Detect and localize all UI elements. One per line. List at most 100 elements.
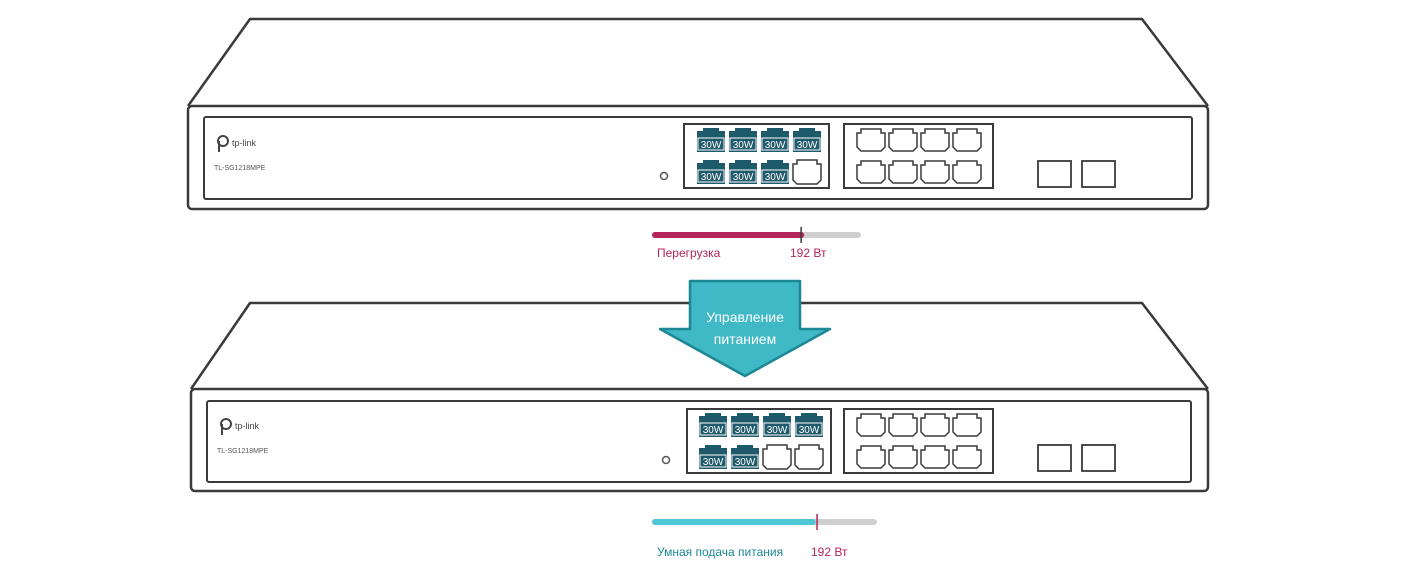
- ethernet-port: [920, 128, 950, 152]
- poe-label-box: [795, 422, 823, 436]
- poe-port-active: [731, 416, 759, 437]
- poe-port-active: [697, 163, 725, 184]
- poe-port-notch: [703, 160, 719, 163]
- poe-port-notch: [735, 128, 751, 131]
- poe-ports: 30W 30W 30W 30W 30W 30W 30W: [697, 128, 822, 185]
- poe-port-label: 30W: [703, 457, 724, 468]
- power-management-arrow: [658, 279, 832, 378]
- ethernet-port: [856, 128, 886, 152]
- poe-port-notch: [703, 128, 719, 131]
- poe-port-notch: [737, 445, 753, 448]
- poe-label-box: [699, 454, 727, 468]
- sfp-slot: [1037, 160, 1072, 188]
- poe-port-active: [699, 416, 727, 437]
- power-bar-smart: [652, 514, 877, 530]
- poe-port-notch: [801, 413, 817, 416]
- poe-port-notch: [737, 413, 753, 416]
- poe-port-notch: [767, 160, 783, 163]
- poe-port-block: [686, 408, 832, 474]
- poe-port-label: 30W: [703, 425, 724, 436]
- ethernet-port: [794, 444, 824, 470]
- model-label: TL-SG1218MPE: [214, 165, 266, 172]
- poe-port-label: 30W: [797, 140, 818, 151]
- poe-port-label: 30W: [765, 140, 786, 151]
- poe-label-box: [699, 422, 727, 436]
- ethernet-port: [920, 445, 950, 469]
- sfp-slot: [1081, 160, 1116, 188]
- poe-port-label: 30W: [735, 457, 756, 468]
- poe-port-active: [699, 448, 727, 469]
- poe-port-active: [793, 131, 821, 152]
- gigabit-ports: [856, 128, 982, 184]
- arrow-label: Управление питанием: [690, 306, 800, 350]
- poe-port-active: [697, 131, 725, 152]
- ethernet-port: [952, 128, 982, 152]
- led-indicator: [661, 455, 671, 465]
- poe-port-label: 30W: [767, 425, 788, 436]
- poe-port-active: [729, 131, 757, 152]
- gigabit-port-block: [843, 408, 994, 474]
- poe-port-active: [731, 448, 759, 469]
- poe-label-box: [763, 422, 791, 436]
- tp-link-logo: tp-link: [217, 135, 257, 152]
- poe-port-label: 30W: [735, 425, 756, 436]
- poe-label-box: [697, 137, 725, 151]
- switch-chassis: [186, 17, 1210, 211]
- ethernet-port: [952, 160, 982, 184]
- poe-port-label: 30W: [799, 425, 820, 436]
- gigabit-port-block: [843, 123, 994, 189]
- model-label: TL-SG1218MPE: [217, 448, 269, 455]
- brand-logo-text: tp-link: [232, 138, 257, 148]
- poe-label-box: [761, 169, 789, 183]
- ethernet-port: [920, 413, 950, 437]
- arrow-label-line2: питанием: [713, 331, 777, 347]
- poe-port-notch: [705, 413, 721, 416]
- switch-chassis: [189, 301, 1210, 493]
- poe-port-notch: [767, 128, 783, 131]
- ethernet-port: [856, 445, 886, 469]
- gigabit-ports: [856, 413, 982, 469]
- led-indicator: [659, 171, 669, 181]
- power-bar-overload: [652, 227, 861, 243]
- poe-label-box: [761, 137, 789, 151]
- smart-power-value: 192 Вт: [811, 545, 848, 559]
- poe-port-active: [795, 416, 823, 437]
- poe-port-active: [761, 163, 789, 184]
- poe-port-notch: [799, 128, 815, 131]
- poe-ports: 30W 30W 30W 30W 30W 30W: [699, 413, 824, 470]
- ethernet-port: [952, 413, 982, 437]
- poe-label-box: [731, 422, 759, 436]
- poe-port-label: 30W: [765, 172, 786, 183]
- poe-label-box: [793, 137, 821, 151]
- sfp-slot: [1037, 444, 1072, 472]
- ethernet-port: [888, 445, 918, 469]
- poe-port-label: 30W: [733, 172, 754, 183]
- switch-smart-power: tp-link TL-SG1218MPE 30W 30W 30W 30W 30W 30W: [189, 301, 1210, 493]
- brand-logo-text: tp-link: [235, 421, 260, 431]
- ethernet-port: [888, 160, 918, 184]
- poe-label-box: [729, 169, 757, 183]
- poe-port-label: 30W: [733, 140, 754, 151]
- poe-port-label: 30W: [701, 172, 722, 183]
- ethernet-port: [856, 160, 886, 184]
- poe-label-box: [729, 137, 757, 151]
- sfp-slot: [1081, 444, 1116, 472]
- poe-port-active: [729, 163, 757, 184]
- ethernet-port: [888, 413, 918, 437]
- ethernet-port: [856, 413, 886, 437]
- poe-port-label: 30W: [701, 140, 722, 151]
- poe-port-notch: [705, 445, 721, 448]
- overload-value: 192 Вт: [790, 246, 827, 260]
- ethernet-port: [888, 128, 918, 152]
- arrow-label-line1: Управление: [706, 309, 784, 325]
- overload-label: Перегрузка: [657, 246, 721, 260]
- tp-link-logo: tp-link: [220, 418, 260, 435]
- poe-label-box: [731, 454, 759, 468]
- smart-power-label: Умная подача питания: [657, 545, 784, 559]
- ethernet-port: [792, 159, 822, 185]
- poe-port-notch: [769, 413, 785, 416]
- poe-port-active: [761, 131, 789, 152]
